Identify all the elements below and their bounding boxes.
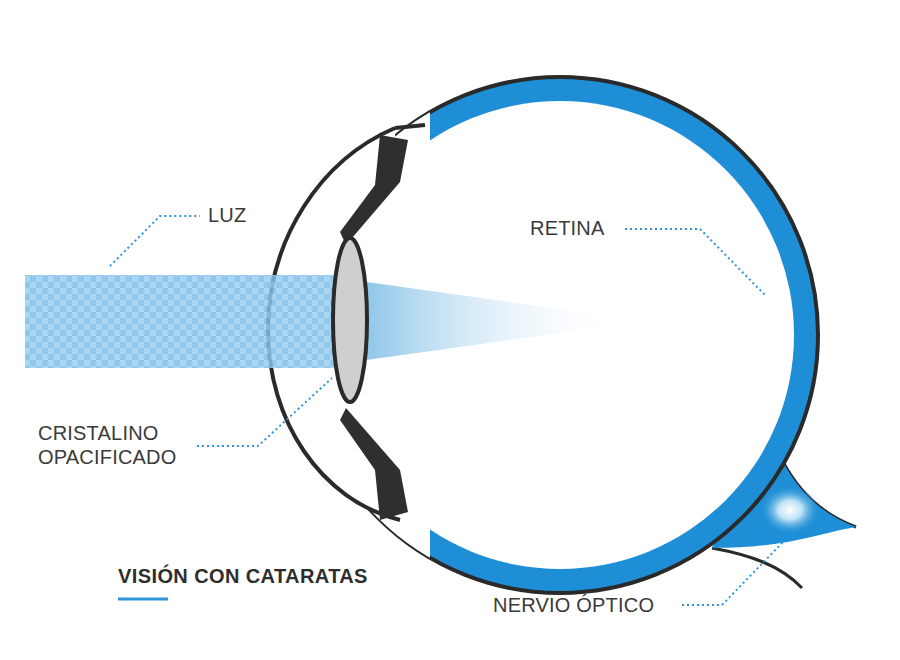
- eye-interior: [326, 101, 794, 569]
- iris: [340, 135, 408, 245]
- part-label: RETINA: [530, 216, 605, 240]
- nerve-glow: [760, 486, 820, 534]
- part-label: LUZ: [208, 203, 246, 227]
- light-beam: [25, 275, 340, 368]
- leader-line: [197, 378, 332, 446]
- part-label: NERVIO ÓPTICO: [493, 593, 654, 617]
- title-underline: [118, 598, 168, 601]
- diagram-title: VISIÓN CON CATARATAS: [118, 564, 368, 588]
- leader-line: [625, 229, 765, 295]
- light-beam: [352, 280, 625, 362]
- leader-line: [110, 216, 200, 266]
- lens: [333, 238, 367, 402]
- part-label: CRISTALINO OPACIFICADO: [38, 421, 188, 469]
- leader-line: [682, 540, 785, 605]
- iris: [340, 408, 408, 520]
